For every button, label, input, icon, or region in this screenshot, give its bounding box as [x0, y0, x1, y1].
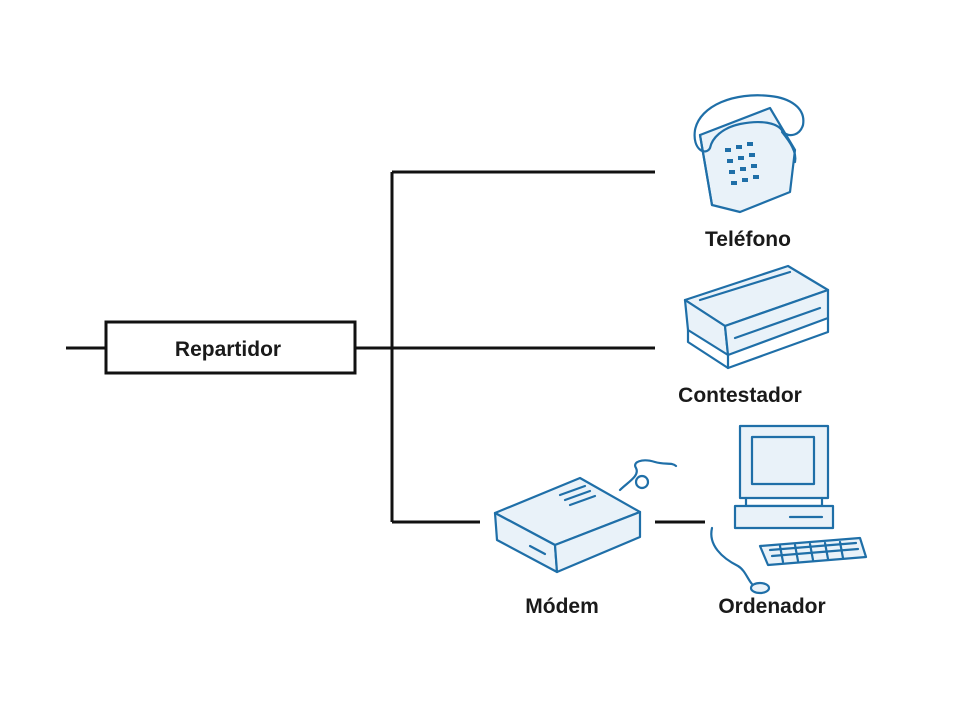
answering-machine-label: Contestador	[678, 384, 802, 407]
modem-icon	[493, 459, 678, 574]
modem-label: Módem	[525, 595, 599, 618]
telephone-icon	[693, 94, 805, 214]
splitter-label: Repartidor	[175, 338, 281, 361]
phone-label: Teléfono	[705, 228, 791, 251]
computer-label: Ordenador	[718, 595, 825, 618]
answering-machine-icon	[683, 264, 830, 370]
computer-icon	[710, 424, 868, 595]
